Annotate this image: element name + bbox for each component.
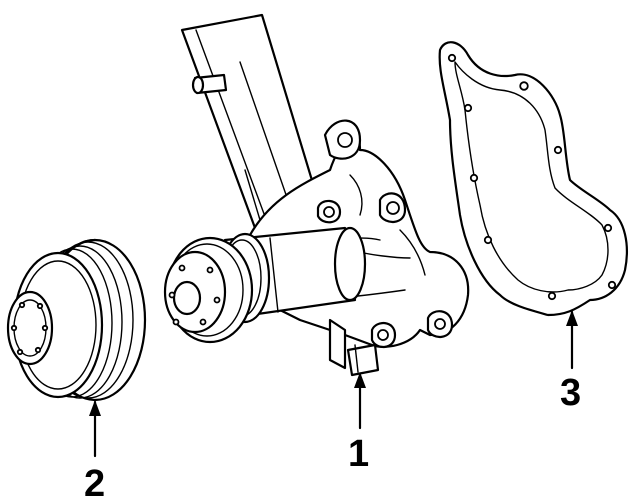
- callout-leader-2: [89, 400, 101, 458]
- callout-number-1: 1: [348, 433, 369, 475]
- gasket[interactable]: [438, 41, 628, 317]
- callout-number-3: 3: [560, 372, 581, 414]
- callout-leader-3: [566, 310, 578, 370]
- pulley[interactable]: [6, 238, 147, 402]
- water-pump[interactable]: [163, 13, 470, 377]
- callout-leader-1: [354, 372, 366, 430]
- callout-number-2: 2: [84, 463, 105, 501]
